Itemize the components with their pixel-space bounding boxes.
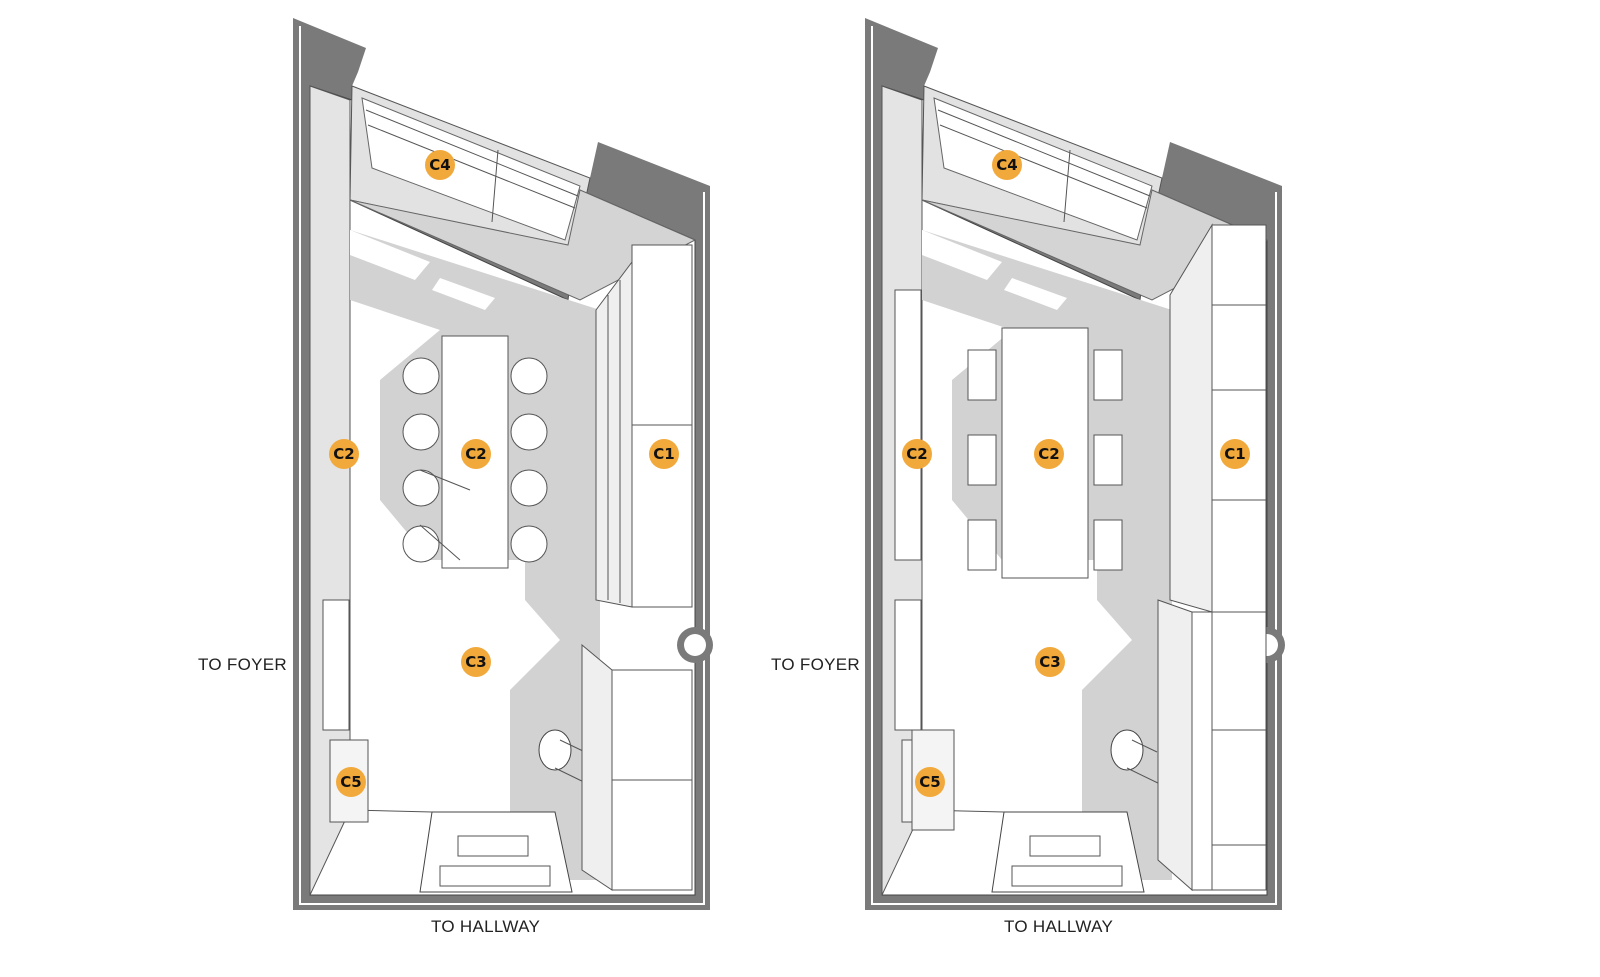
svg-text:C5: C5 [340,773,361,791]
badge-c3: C3 [1035,647,1065,677]
svg-text:C5: C5 [919,773,940,791]
svg-text:C4: C4 [429,156,450,174]
to-foyer-label: TO FOYER [771,655,860,674]
svg-text:C2: C2 [333,445,354,463]
svg-text:C1: C1 [1224,445,1245,463]
svg-text:C3: C3 [465,653,486,671]
badge-c3: C3 [461,647,491,677]
badge-c1: C1 [1220,439,1250,469]
badge-c2-table: C2 [1034,439,1064,469]
badge-c4: C4 [425,150,455,180]
badge-c2-wall: C2 [329,439,359,469]
badge-c1: C1 [649,439,679,469]
badge-c5: C5 [915,767,945,797]
svg-text:C2: C2 [906,445,927,463]
badge-c2-wall: C2 [902,439,932,469]
to-foyer-label: TO FOYER [198,655,287,674]
to-hallway-label: TO HALLWAY [1004,917,1113,936]
badge-c5: C5 [336,767,366,797]
svg-text:C4: C4 [996,156,1017,174]
svg-text:C2: C2 [465,445,486,463]
badge-c4: C4 [992,150,1022,180]
to-hallway-label: TO HALLWAY [431,917,540,936]
svg-text:C2: C2 [1038,445,1059,463]
svg-text:C3: C3 [1039,653,1060,671]
svg-text:C1: C1 [653,445,674,463]
badge-c2-table: C2 [461,439,491,469]
